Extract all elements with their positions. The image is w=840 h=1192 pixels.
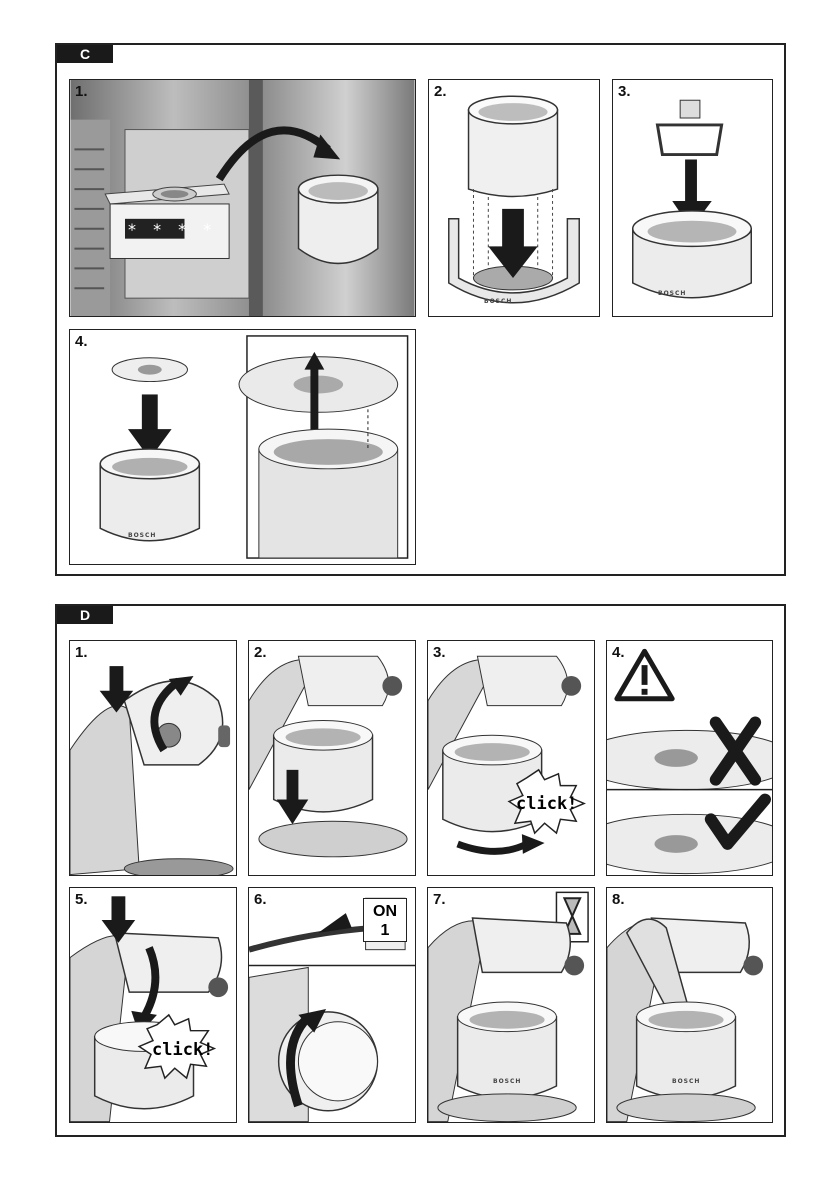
c-step-3-number: 3. [618,83,631,100]
bowl-placement-illustration [249,641,415,875]
d-step-3-number: 3. [433,644,446,661]
d-step-4-number: 4. [612,644,625,661]
d5-click-label: click! [152,1040,213,1060]
d8-brand-label: BOSCH [672,1078,700,1085]
d-step-6-panel: 6. ON 1 [248,887,416,1123]
switch-on-label: ON [364,902,406,921]
bowl-lock-illustration [428,641,594,875]
c-step-1-number: 1. [75,83,88,100]
freezer-illustration [70,80,415,316]
section-c-label: C [57,45,113,63]
d-step-5-panel: 5. click! [69,887,237,1123]
c-step-1-panel: 1. [69,79,416,317]
d3-click-label: click! [516,794,577,814]
paddle-insert-illustration [613,80,772,316]
d-step-7-panel: 7. BOSCH [427,887,595,1123]
pour-ingredients-illustration [607,888,772,1122]
c-step-4-number: 4. [75,333,88,350]
c-step-2-panel: 2. BOSCH [428,79,600,317]
c2-brand-label: BOSCH [484,298,512,305]
section-c: C 1. [55,43,786,576]
c-step-4-panel: 4. BOSCH [69,329,416,565]
d-step-7-number: 7. [433,891,446,908]
d-step-2-panel: 2. [248,640,416,876]
d-step-5-number: 5. [75,891,88,908]
c3-brand-label: BOSCH [658,290,686,297]
section-d: D 1. 2. 3. [55,604,786,1137]
c-step-3-panel: 3. BOSCH [612,79,773,317]
head-lower-illustration [70,888,236,1122]
section-d-label: D [57,606,113,624]
d-step-6-number: 6. [254,891,267,908]
mixing-illustration [428,888,594,1122]
c4-brand-label: BOSCH [128,532,156,539]
d-step-2-number: 2. [254,644,267,661]
d-step-1-number: 1. [75,644,88,661]
switch-speed-label: 1 [364,921,406,940]
tilt-head-illustration [70,641,236,875]
speed-switch-indicator: ON 1 [363,898,407,942]
d7-brand-label: BOSCH [493,1078,521,1085]
bowl-insert-illustration [429,80,599,316]
lid-assembly-illustration [70,330,415,564]
d-step-4-panel: 4. [606,640,773,876]
d-step-8-panel: 8. BOSCH [606,887,773,1123]
d-step-1-panel: 1. [69,640,237,876]
freezer-star-rating: * * * * [128,220,217,239]
d-step-8-number: 8. [612,891,625,908]
lid-alignment-illustration [607,641,772,875]
d-step-3-panel: 3. click! [427,640,595,876]
c-step-2-number: 2. [434,83,447,100]
